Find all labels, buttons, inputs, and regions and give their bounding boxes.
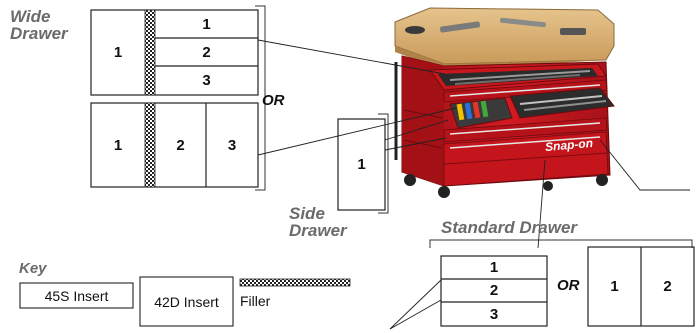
wide-drawer-title: Wide Drawer [10, 8, 68, 42]
key-42d-box [139, 276, 234, 327]
wide-a-row-3: 3 [202, 72, 211, 89]
wide-drawer-layout-a [90, 9, 259, 96]
wide-a-left-cell: 1 [113, 44, 123, 61]
wide-drawer-title-line2: Drawer [10, 24, 68, 43]
standard-drawer-title: Standard Drawer [441, 218, 578, 237]
std-a-row-3: 3 [489, 305, 499, 323]
wide-a-row-1: 1 [202, 15, 211, 33]
wide-drawer-or: OR [262, 92, 285, 109]
leader-lines [257, 39, 690, 330]
standard-drawer-layout-b [587, 246, 695, 327]
wide-b-cell-2: 2 [176, 136, 185, 154]
standard-drawer-bracket [429, 239, 693, 248]
std-a-row-2: 2 [489, 282, 499, 299]
wide-drawer-layout-b [90, 102, 259, 188]
std-a-row-1: 1 [489, 259, 499, 276]
side-drawer-title-line1: Side [289, 204, 325, 223]
key-filler-label: Filler [240, 293, 271, 309]
filler-strip [144, 102, 156, 188]
key-42d-insert-label: 42D Insert [154, 293, 219, 310]
filler-strip [144, 9, 156, 96]
wide-drawer-title-line1: Wide [10, 7, 51, 26]
wide-b-cell-1: 1 [113, 136, 123, 154]
wide-b-cell-3: 3 [227, 136, 237, 154]
std-b-cell-2: 2 [663, 278, 672, 295]
key-filler-swatch [239, 278, 351, 287]
standard-drawer-layout-a [440, 255, 548, 327]
key-title: Key [19, 260, 47, 277]
key-45s-box [19, 282, 134, 309]
key-45s-insert-label: 45S Insert [44, 287, 109, 304]
side-drawer-bracket [378, 113, 389, 214]
side-drawer-title-line2: Drawer [289, 221, 347, 240]
wide-a-row-2: 2 [202, 43, 211, 61]
side-drawer-cell: 1 [357, 156, 366, 173]
side-drawer-title: Side Drawer [289, 205, 347, 239]
standard-drawer-or: OR [557, 277, 580, 294]
std-b-cell-1: 1 [610, 278, 619, 295]
wide-drawer-bracket [255, 5, 266, 191]
toolbox-cart-icon [394, 7, 615, 198]
